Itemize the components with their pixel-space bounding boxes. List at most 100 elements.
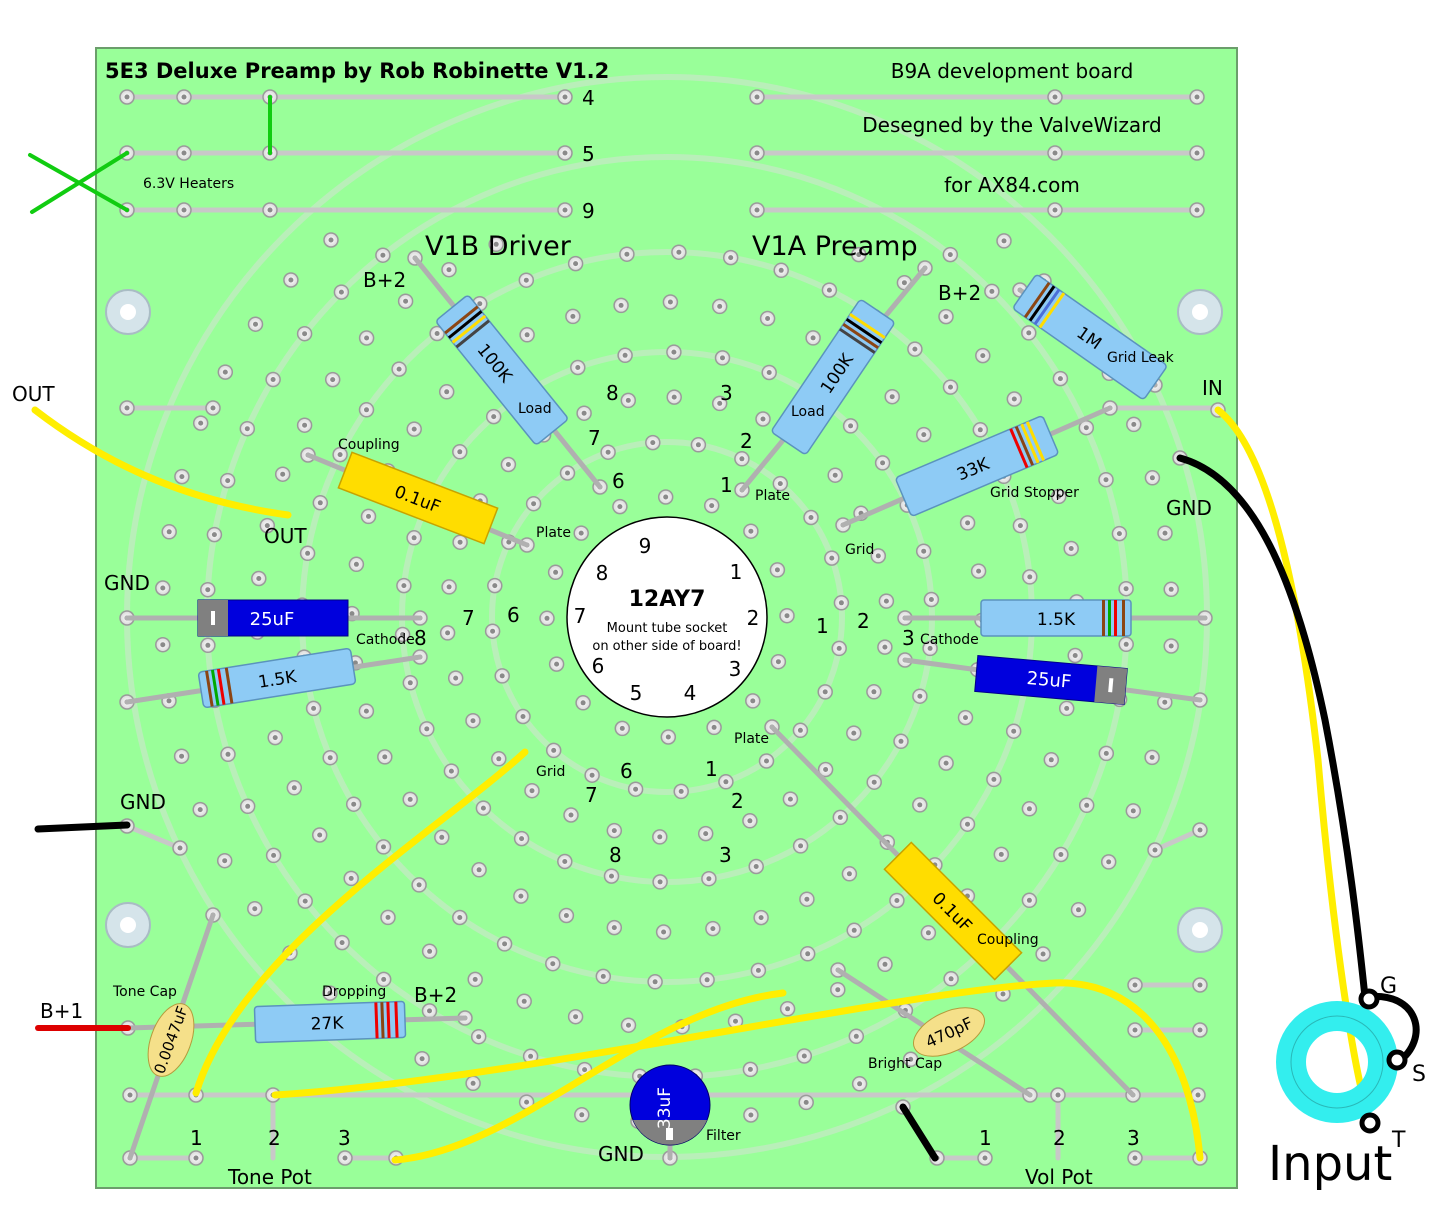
pad-hole xyxy=(747,818,753,824)
pad-hole xyxy=(579,1112,585,1118)
pin-num-right-mid-1: 1 xyxy=(816,614,829,638)
pad-hole xyxy=(554,661,560,667)
pad-hole xyxy=(611,828,617,834)
pad-hole xyxy=(1011,396,1017,402)
pad-hole xyxy=(857,1081,863,1087)
pin-num-right-upper-3: 3 xyxy=(720,381,733,405)
input-jack: G S T Input xyxy=(1268,974,1426,1192)
socket-pin-1: 1 xyxy=(730,560,743,584)
pad-hole xyxy=(943,314,949,320)
pad-hole xyxy=(963,715,968,721)
pad-hole xyxy=(837,814,843,820)
pad-hole xyxy=(748,1112,754,1118)
pad-hole xyxy=(225,751,231,757)
pad-hole xyxy=(977,427,983,433)
pad-hole xyxy=(470,718,476,724)
jack-t-label: T xyxy=(1391,1128,1406,1153)
pad-hole xyxy=(798,843,804,849)
pad-hole xyxy=(1040,951,1046,957)
pad-hole xyxy=(836,645,842,651)
pad-hole xyxy=(339,940,345,946)
cathode-resistor-right: 1.5K xyxy=(980,599,1132,637)
pad-hole xyxy=(411,426,417,432)
pad-hole xyxy=(327,990,333,996)
pad-hole xyxy=(832,472,838,478)
pad-hole xyxy=(1197,1027,1203,1033)
pad-hole xyxy=(327,755,333,761)
pad-hole xyxy=(755,967,761,973)
pad-hole xyxy=(676,249,682,255)
pad-hole xyxy=(1064,705,1070,711)
pad-hole xyxy=(1084,802,1090,808)
grid-leak-role: Grid Leak xyxy=(1107,350,1175,366)
jack-g-label: G xyxy=(1380,974,1397,999)
pad-hole xyxy=(565,470,570,476)
pad-hole xyxy=(1131,421,1137,427)
pad-hole xyxy=(853,1033,859,1039)
pad-hole xyxy=(550,961,556,967)
pad-hole xyxy=(256,576,262,581)
pad-hole xyxy=(401,583,407,589)
pad-hole xyxy=(181,207,187,213)
pad-hole xyxy=(127,1092,133,1098)
in-label: IN xyxy=(1202,376,1223,400)
pad-hole xyxy=(728,255,734,261)
pad-hole xyxy=(160,585,166,591)
pad-hole xyxy=(851,927,857,933)
pad-hole xyxy=(733,1018,738,1024)
tone-pot-pin-2: 2 xyxy=(268,1126,281,1150)
pad-hole xyxy=(1162,699,1168,705)
pin-num-right-mid-2: 2 xyxy=(857,609,870,633)
tube-note-2: on other side of board! xyxy=(592,639,741,654)
pad-hole xyxy=(823,767,829,772)
pad-hole xyxy=(457,915,463,920)
socket-pin-3: 3 xyxy=(729,657,742,681)
pad-hole xyxy=(382,754,388,760)
pad-hole xyxy=(774,567,780,573)
cathode-cap-right-value: 25uF xyxy=(1026,668,1072,693)
pad-hole xyxy=(580,700,586,706)
pad-hole xyxy=(528,1053,534,1059)
tube-socket: 12AY7 Mount tube socket on other side of… xyxy=(566,516,768,718)
pad-hole xyxy=(407,680,413,686)
pin-num-lower-right-1: 1 xyxy=(705,757,718,781)
pad-hole xyxy=(518,893,524,899)
vol-pot-pin-3: 3 xyxy=(1127,1126,1140,1150)
b-plus-2-label-left: B+2 xyxy=(363,268,406,292)
pad-hole xyxy=(400,632,406,637)
pad-hole xyxy=(898,738,904,744)
pad-hole xyxy=(305,550,311,556)
cathode-cap-right: 25uF xyxy=(974,654,1128,706)
socket-pin-9: 9 xyxy=(639,534,652,558)
pad-hole xyxy=(444,389,450,395)
pad-hole xyxy=(764,758,769,764)
pad-hole xyxy=(1026,897,1032,903)
pad-hole xyxy=(1057,376,1063,382)
pad-hole xyxy=(573,1014,579,1020)
pad-hole xyxy=(750,698,756,704)
pad-hole xyxy=(193,1155,199,1161)
pin-num-lower-left-8: 8 xyxy=(609,843,622,867)
pad-hole xyxy=(492,583,498,589)
pad-hole xyxy=(205,642,211,648)
pin-num-left-upper-7: 7 xyxy=(588,426,601,450)
pad-hole xyxy=(808,515,814,520)
pad-hole xyxy=(317,832,323,838)
pad-hole xyxy=(1000,991,1006,997)
pad-hole xyxy=(179,474,185,480)
pad-hole xyxy=(330,377,336,383)
pad-hole xyxy=(611,925,617,931)
pad-hole xyxy=(225,478,231,484)
pad-hole xyxy=(1149,754,1155,760)
pad-hole xyxy=(446,267,452,273)
pad-hole xyxy=(921,548,927,554)
gnd-label-edge: GND xyxy=(120,790,166,814)
pad-hole xyxy=(288,277,294,283)
dropping-role: Dropping xyxy=(322,984,386,1000)
pad-hole xyxy=(747,1066,753,1072)
pad-hole xyxy=(1052,94,1058,100)
pad-hole xyxy=(889,394,895,400)
pad-hole xyxy=(244,426,250,432)
cathode-label-right: Cathode xyxy=(920,632,979,648)
pad-hole xyxy=(529,788,535,794)
